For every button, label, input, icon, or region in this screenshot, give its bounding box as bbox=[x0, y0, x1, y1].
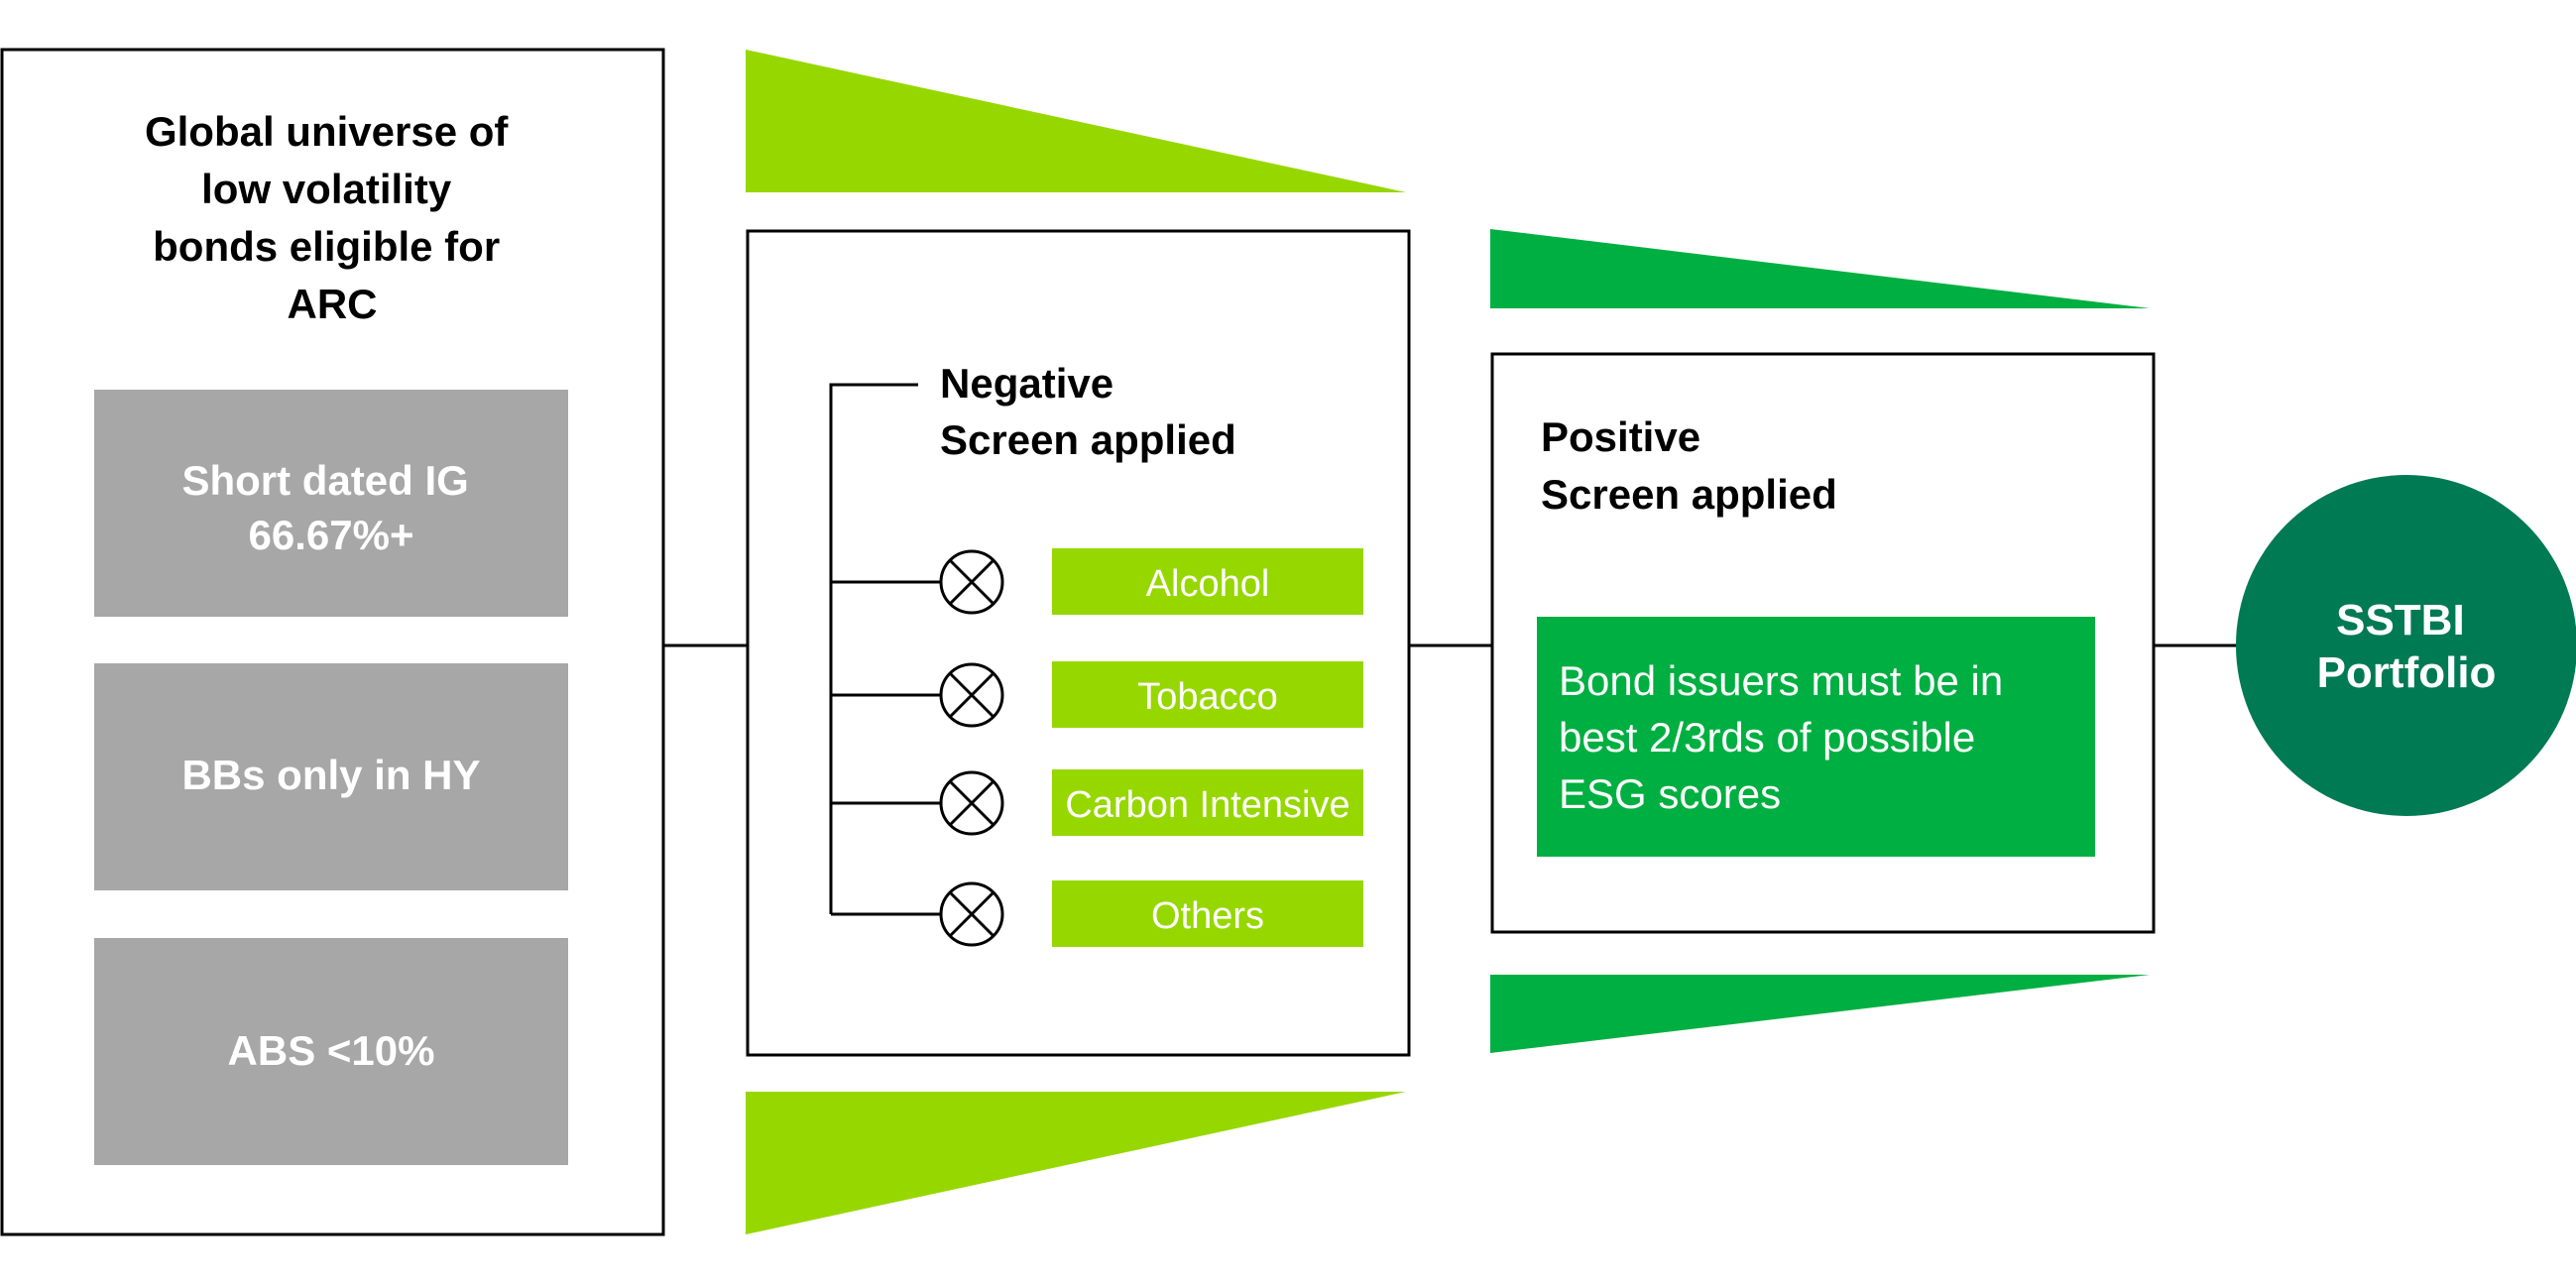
exclusion-label-box bbox=[1052, 661, 1363, 728]
universe-title-line: ARC bbox=[288, 281, 378, 327]
circled-x-icon bbox=[939, 770, 1004, 836]
funnel-wedge-top-right bbox=[1490, 229, 2150, 308]
exclusion-label: Others bbox=[1151, 895, 1264, 937]
exclusion-label: Alcohol bbox=[1146, 563, 1270, 605]
criteria-box-abs-label: ABS <10% bbox=[228, 1027, 435, 1074]
positive-screen-title-line: Screen applied bbox=[1541, 471, 1837, 518]
criteria-label-line: Short dated IG bbox=[181, 457, 468, 504]
criteria-box-abs bbox=[94, 938, 568, 1165]
portfolio-node: SSTBI Portfolio bbox=[2236, 475, 2576, 816]
exclusion-item: Carbon Intensive bbox=[831, 769, 1363, 836]
universe-title: Global universe of low volatility bonds … bbox=[145, 108, 520, 327]
circled-x-icon bbox=[939, 549, 1004, 615]
portfolio-label: SSTBI Portfolio bbox=[2317, 596, 2497, 697]
exclusion-item: Others bbox=[831, 880, 1363, 947]
esg-criteria-line: ESG scores bbox=[1559, 770, 1781, 817]
universe-title-line: bonds eligible for bbox=[153, 223, 500, 270]
exclusion-label-box bbox=[1052, 769, 1363, 836]
funnel-wedge-bottom-right bbox=[1490, 975, 2150, 1053]
esg-criteria-text: Bond issuers must be in best 2/3rds of p… bbox=[1559, 657, 2015, 817]
criteria-box-short-dated-ig bbox=[94, 390, 568, 617]
universe-panel: Global universe of low volatility bonds … bbox=[0, 48, 665, 1236]
circled-x-icon bbox=[939, 662, 1004, 728]
exclusion-label-box bbox=[1052, 548, 1363, 615]
exclusion-label-box bbox=[1052, 880, 1363, 947]
esg-criteria-line: best 2/3rds of possible bbox=[1559, 714, 1975, 761]
positive-screen-panel: Positive Screen applied Bond issuers mus… bbox=[1490, 352, 2156, 934]
negative-screen-title-line: Screen applied bbox=[940, 416, 1236, 463]
exclusion-item: Alcohol bbox=[831, 548, 1363, 615]
positive-screen-title: Positive Screen applied bbox=[1541, 413, 1837, 518]
exclusion-label: Tobacco bbox=[1137, 676, 1278, 718]
universe-title-line: low volatility bbox=[201, 166, 452, 212]
funnel-wedge-bottom-left bbox=[746, 1092, 1406, 1234]
criteria-box-bbs-only-in-hy bbox=[94, 663, 568, 890]
positive-screen-title-line: Positive bbox=[1541, 413, 1700, 460]
esg-criteria-line: Bond issuers must be in bbox=[1559, 657, 2003, 704]
esg-criteria-box bbox=[1537, 617, 2095, 857]
negative-screen-title: Negative Screen applied bbox=[940, 360, 1236, 463]
criteria-box-short-dated-ig-label: Short dated IG 66.67%+ bbox=[181, 457, 480, 558]
circled-x-icon bbox=[939, 881, 1004, 947]
negative-screen-bracket bbox=[829, 383, 918, 914]
criteria-box-bbs-only-in-hy-label: BBs only in HY bbox=[181, 752, 480, 798]
exclusion-item: Tobacco bbox=[831, 661, 1363, 728]
negative-screen-title-line: Negative bbox=[940, 360, 1113, 407]
portfolio-circle bbox=[2236, 475, 2576, 816]
negative-screen-panel: Negative Screen applied AlcoholTobaccoCa… bbox=[746, 229, 1411, 1057]
exclusion-label: Carbon Intensive bbox=[1065, 784, 1349, 826]
universe-title-line: Global universe of bbox=[145, 108, 509, 155]
criteria-label-line: 66.67%+ bbox=[249, 512, 414, 558]
portfolio-label-line: SSTBI bbox=[2336, 596, 2465, 644]
funnel-wedge-top-left bbox=[746, 50, 1406, 192]
portfolio-label-line: Portfolio bbox=[2317, 648, 2497, 697]
